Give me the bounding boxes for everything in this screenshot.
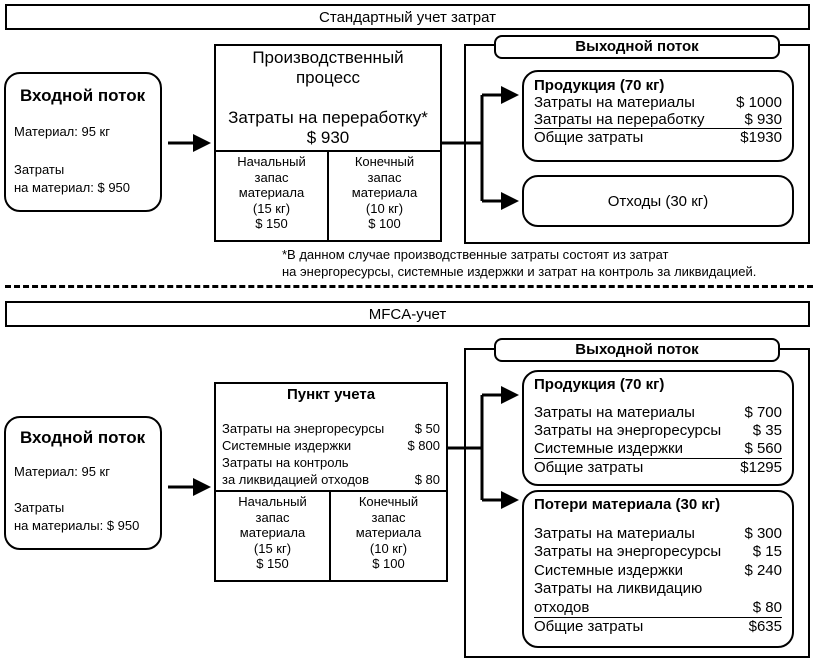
mfca-product-row: Системные издержки$ 560 (534, 440, 782, 459)
mfca-product-title: Продукция (70 кг) (534, 376, 665, 393)
point-vdivider (329, 490, 331, 580)
mfca-output-tag: Выходной поток (494, 338, 780, 362)
loss-row: Системные издержки$ 240 (534, 561, 782, 579)
loss-disposal-line1: Затраты на ликвидацию (534, 580, 703, 597)
mfca-input-material: Материал: 95 кг (14, 464, 110, 479)
waste-label: Отходы (30 кг) (607, 192, 709, 210)
waste-box: Отходы (30 кг) (522, 175, 794, 227)
header-label: MFCA-учет (368, 305, 447, 323)
point-divider (216, 490, 446, 492)
process-vdivider (327, 150, 329, 240)
loss-row: Затраты на материалы$ 300 (534, 524, 782, 542)
standard-accounting-header: Стандартный учет затрат (5, 4, 810, 30)
product-total: Общие затраты$1930 (534, 129, 782, 146)
mfca-header: MFCA-учет (5, 301, 810, 327)
mfca-input-cost-line2: на материалы: $ 950 (14, 518, 140, 533)
input-flow-title: Входной поток (20, 86, 146, 105)
process-cost-line1: Затраты на переработку* (228, 108, 428, 127)
footnote: *В данном случае производственные затрат… (282, 247, 757, 279)
loss-total: Общие затраты$635 (534, 618, 782, 635)
arrow-process-to-outputs (442, 95, 484, 201)
mfca-product-box: Продукция (70 кг) Затраты на материалы$ … (522, 370, 794, 486)
product-row-materials: Затраты на материалы$ 1000 (534, 94, 782, 111)
mfca-input-cost-line1: Затраты (14, 500, 65, 515)
mfca-product-row: Затраты на материалы$ 700 (534, 404, 782, 421)
process-title-line1: Производственный (252, 48, 404, 67)
input-flow-box: Входной поток Материал: 95 кг Затраты на… (4, 72, 162, 212)
section-separator (5, 285, 813, 288)
accounting-point-costs: Затраты на энергоресурсы$ 50 Системные и… (222, 420, 440, 488)
input-cost-line1: Затраты (14, 162, 65, 177)
arrow-point-to-outputs (448, 395, 484, 500)
accounting-point-title: Пункт учета (286, 386, 376, 403)
material-loss-title: Потери материала (30 кг) (534, 496, 721, 513)
product-row-processing: Затраты на переработку$ 930 (534, 111, 782, 129)
mfca-product-total: Общие затраты$1295 (534, 459, 782, 476)
production-process-box: Производственный процесс Затраты на пере… (214, 44, 442, 242)
point-control-line2: за ликвидацией отходов$ 80 (222, 472, 440, 487)
process-title-line2: процесс (295, 68, 361, 87)
input-cost-line2: на материал: $ 950 (14, 180, 131, 195)
point-control-line1: Затраты на контроль (222, 455, 349, 470)
mfca-input-title: Входной поток (20, 428, 146, 447)
input-material: Материал: 95 кг (14, 124, 110, 139)
output-flow-tag: Выходной поток (494, 35, 780, 59)
product-box: Продукция (70 кг) Затраты на материалы$ … (522, 70, 794, 162)
accounting-point-box: Пункт учета Затраты на энергоресурсы$ 50… (214, 382, 448, 582)
header-label: Стандартный учет затрат (319, 8, 496, 26)
process-cost-line2: $ 930 (306, 128, 350, 147)
point-row-system: Системные издержки$ 800 (222, 438, 440, 453)
material-loss-box: Потери материала (30 кг) Затраты на мате… (522, 490, 794, 648)
point-row-energy: Затраты на энергоресурсы$ 50 (222, 421, 440, 436)
loss-row: Затраты на энергоресурсы$ 15 (534, 543, 782, 560)
loss-disposal-line2: отходов$ 80 (534, 599, 782, 618)
product-title: Продукция (70 кг) (534, 77, 665, 94)
mfca-input-flow-box: Входной поток Материал: 95 кг Затраты на… (4, 416, 162, 550)
mfca-product-row: Затраты на энергоресурсы$ 35 (534, 422, 782, 439)
